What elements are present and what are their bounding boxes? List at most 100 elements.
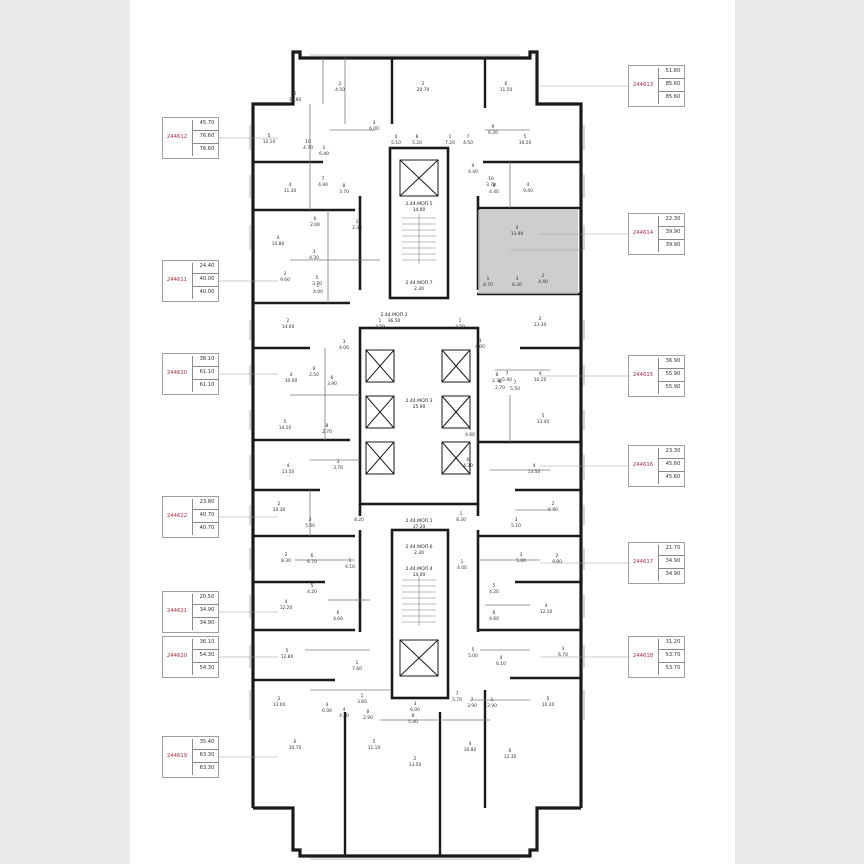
room-area: 7.20 [445,140,455,146]
tag-frame [162,496,219,538]
apartment-code: 244611 [166,277,188,283]
room-number: 2 [556,553,559,559]
room-number: 2 [552,501,555,507]
common-area-id: 2.44.МОП.5 [405,201,432,207]
total-area: 34.90 [665,558,681,564]
total-area-alt: 45.60 [665,474,681,480]
tag-frame [628,636,685,678]
room-number: 2 [414,756,417,762]
room-number: 7 [322,176,325,182]
room-number: 4 [500,655,503,661]
room-number: 1 [491,697,494,703]
apartment-tag: 244617 21.70 34.90 34.90 [628,542,685,584]
common-area-value: 36.50 [388,318,401,324]
room-number: 3 [326,702,329,708]
room-area: 3.70 [339,189,349,195]
tag-frame [628,445,685,487]
room-number: 4 [527,182,530,188]
living-area: 35.40 [199,739,215,745]
common-area-value: 25.90 [413,404,426,410]
room-number: 5 [542,413,545,419]
total-area-alt: 39.90 [665,242,681,248]
room-number: 1 [356,660,359,666]
room-number: 3 [515,517,518,523]
room-area: 4.70 [303,145,313,151]
room-area: 5.00 [468,653,478,659]
common-area-id: 2.44.МОП.7 [405,280,432,286]
total-area-alt: 55.90 [665,384,681,390]
room-area: 4.20 [489,589,499,595]
room-number: 3 [337,459,340,465]
room-number: 4 [343,707,346,713]
room-area: 6.00 [410,707,420,713]
room-area: 4.40 [468,169,478,175]
living-area: 45.70 [199,120,215,126]
room-number: 2 [285,552,288,558]
room-area: 11.30 [284,188,297,194]
room-area: 3.50 [375,324,385,330]
room-area: 4.30 [309,255,319,261]
apartment-tag: 244618 31.20 53.70 53.70 [628,636,685,678]
room-area: 4.40 [489,189,499,195]
room-number: 10 [488,176,494,182]
apartment-code: 244617 [632,559,654,565]
room-number: 1 [317,283,320,289]
apartment-code: 244610 [166,370,188,376]
tag-frame [162,353,219,395]
room-area: 3.90 [327,381,337,387]
room-number: 3 [309,517,312,523]
living-area: 21.70 [665,545,681,551]
room-number: 3 [562,646,565,652]
room-area: 11.10 [368,745,381,751]
apartment-code: 244616 [632,462,654,468]
room-area: 8.70 [483,282,493,288]
room-area: 3.90 [467,703,477,709]
room-number: 3 [520,552,523,558]
apartment-tag: 244614 22.30 39.90 39.90 [628,213,685,255]
room-number: 8 [326,423,329,429]
apartment-tag: 244616 23.30 45.60 45.60 [628,445,685,487]
room-number: 7 [514,380,517,386]
apartment-tag: 244619 35.40 63.30 63.30 [162,736,219,778]
room-number: 3 [343,339,346,345]
room-area: 2.70 [322,429,332,435]
room-area: 10.20 [534,377,547,383]
room-area: 4.00 [457,565,467,571]
room-area: 2.70 [495,385,505,391]
room-number: 4 [395,134,398,140]
common-area-id: 2.44.МОП.3 [405,398,432,404]
living-area: 22.30 [665,216,681,222]
room-number: 6 [294,91,297,97]
room-number: 8 [416,134,419,140]
room-number: 7 [467,134,470,140]
room-area: 6.20 [488,130,498,136]
room-area: 8.20 [354,517,364,523]
room-number: 4 [516,225,519,231]
common-area-value: 14.00 [413,572,426,578]
room-number: 6 [294,739,297,745]
apartment-tag: 244620 36.10 54.30 54.30 [162,636,219,678]
total-area-alt: 85.60 [665,94,681,100]
total-area: 40.70 [199,512,215,518]
room-area: 4.60 [465,432,475,438]
room-area: 13.50 [282,469,295,475]
room-area: 8.30 [281,558,291,564]
common-area-labels: 2.44.МОП.514.002.44.МОП.72.302.44.МОП.23… [380,201,432,578]
room-area: 13.00 [273,702,286,708]
room-number: 1 [361,693,364,699]
tag-frame [628,65,685,107]
room-area: 3.70 [486,182,496,188]
room-number: 1 [461,559,464,565]
room-area: 12.80 [281,654,294,660]
total-area: 39.90 [665,229,681,235]
total-area-alt: 54.30 [199,665,215,671]
room-number: 3 [516,276,519,282]
living-area: 36.10 [199,639,215,645]
room-number: 5 [493,583,496,589]
room-number: 4 [469,741,472,747]
living-area: 23.80 [199,499,215,505]
highlighted-apartment [478,210,578,294]
room-area: 5.50 [510,386,520,392]
common-area-value: 14.00 [413,207,426,213]
total-area-alt: 40.00 [199,289,215,295]
